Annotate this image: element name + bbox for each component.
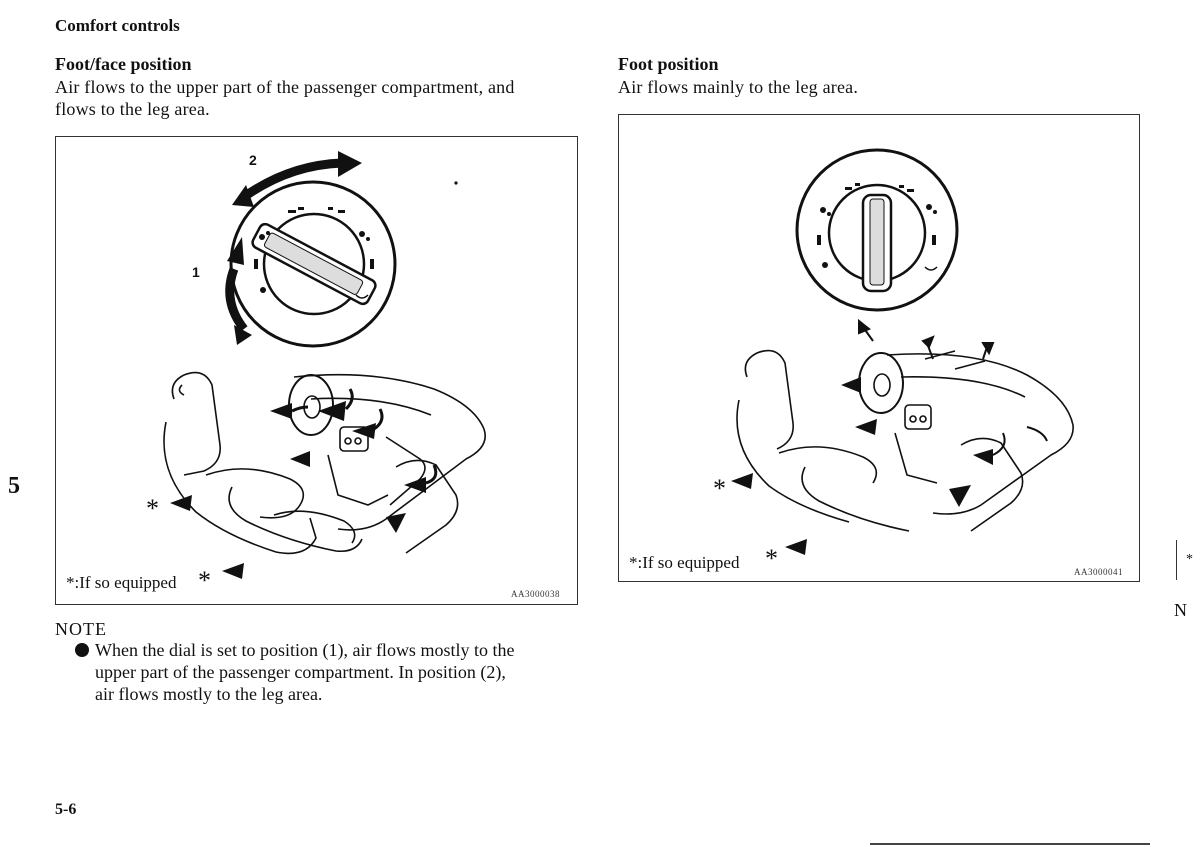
label-position-1: 1 — [192, 264, 200, 280]
mode-dial — [795, 148, 959, 312]
figure-code: AA3000041 — [1074, 567, 1123, 577]
bottom-rule — [870, 843, 1150, 845]
figure-code: AA3000038 — [511, 589, 560, 599]
heading-foot-face-position: Foot/face position — [55, 54, 192, 74]
chapter-tab: 5 — [8, 473, 20, 499]
foot-description: Air flows mainly to the leg area. — [618, 77, 859, 97]
figure-foot-position: * * *:If so equipped AA3000041 — [618, 114, 1140, 582]
adjacent-page-figure-edge — [1176, 540, 1177, 580]
arrow-position-1 — [225, 267, 248, 332]
page-number: 5-6 — [55, 801, 77, 818]
foot-illustration: * * — [713, 148, 1074, 573]
star-marker: * — [713, 474, 726, 503]
star-marker: * — [146, 494, 159, 523]
note-line2: upper part of the passenger compartment.… — [95, 662, 506, 682]
bullet-icon — [75, 643, 89, 657]
foot-face-description-line1: Air flows to the upper part of the passe… — [55, 77, 515, 97]
car-interior-drawing — [736, 349, 1074, 532]
adjacent-page-star: * — [1186, 552, 1193, 567]
adjacent-page-note: N — [1174, 600, 1187, 620]
note-bullet: When the dial is set to position (1), ai… — [75, 639, 585, 709]
figure-footnote: *:If so equipped — [629, 553, 740, 572]
mode-dial — [229, 180, 397, 348]
section-title: Comfort controls — [55, 16, 180, 35]
note-line1: When the dial is set to position (1), ai… — [95, 640, 515, 660]
figure-footnote: *:If so equipped — [66, 573, 177, 592]
foot-face-illustration: 1 2 — [146, 151, 486, 595]
arrow-position-2 — [241, 158, 343, 201]
label-position-2: 2 — [249, 152, 257, 168]
car-interior-drawing — [163, 371, 486, 555]
note-line3: air flows mostly to the leg area. — [95, 684, 323, 704]
note-label: NOTE — [55, 619, 107, 639]
foot-face-description-line2: flows to the leg area. — [55, 99, 210, 119]
figure-foot-face-position: 1 2 — [55, 136, 578, 605]
heading-foot-position: Foot position — [618, 54, 719, 74]
star-marker: * — [765, 544, 778, 573]
star-marker: * — [198, 566, 211, 595]
